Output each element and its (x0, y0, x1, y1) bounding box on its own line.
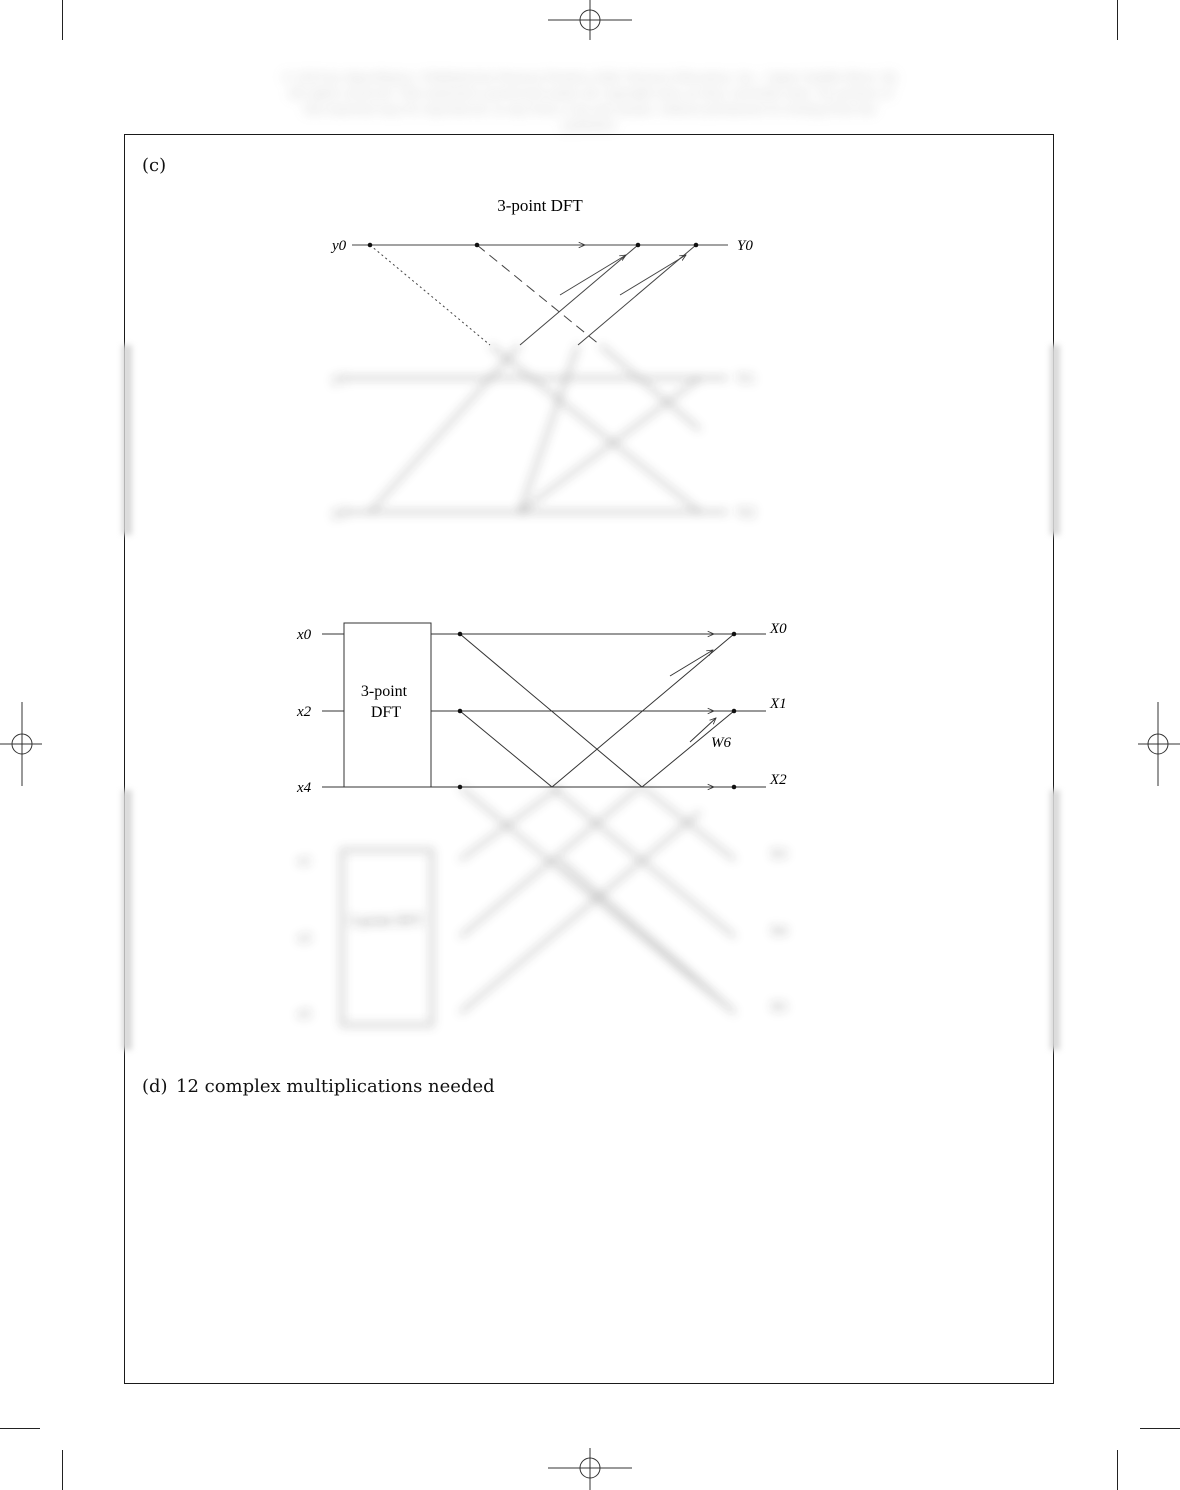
bottom-diagram-sharp (322, 622, 766, 788)
input-label-y1: y1 (332, 371, 347, 387)
top-diagram-sharp (352, 245, 728, 346)
bottom-diagram-nodes (457, 631, 737, 790)
output-label-X4: X4 (770, 924, 787, 939)
edge-shadow (1050, 790, 1060, 1050)
output-label-Y0: Y0 (737, 238, 753, 254)
crop-mark (62, 0, 63, 40)
registration-mark-icon (0, 702, 42, 786)
input-label-x4: x4 (296, 780, 312, 796)
output-label-X0: X0 (769, 621, 787, 637)
edge-shadow (1050, 345, 1060, 535)
twiddle-label-W6: W6 (711, 735, 731, 751)
output-label-X5: X5 (770, 1000, 787, 1015)
part-c-label: (c) (142, 155, 167, 176)
top-diagram-nodes (367, 242, 699, 248)
output-label-X3: X3 (770, 847, 787, 862)
crop-mark (1117, 1450, 1118, 1490)
crop-mark (62, 1450, 63, 1490)
output-label-X2: X2 (769, 772, 787, 788)
answer-frame (124, 134, 1054, 1384)
dft-block-upper-label: 3-point DFT (361, 683, 411, 721)
crop-mark (0, 1428, 40, 1429)
input-label-x2: x2 (296, 704, 312, 720)
dft-block-lower (341, 849, 433, 1026)
dft-block-upper (343, 622, 432, 788)
top-diagram-blurred: y1 y2 Y1 Y2 (332, 344, 755, 521)
input-label-y0: y0 (330, 238, 347, 254)
registration-mark-icon (548, 0, 632, 40)
edge-shadow (122, 790, 132, 1050)
crop-mark (1117, 0, 1118, 40)
crop-mark (1140, 1428, 1180, 1429)
dft-block-lower-label: 3-point DFT (348, 913, 423, 929)
bottom-diagram-blurred: 3-point DFT x1 x3 x5 X3 X4 X5 (297, 786, 787, 1026)
input-label-x1: x1 (297, 854, 311, 869)
registration-mark-icon (1138, 702, 1180, 786)
registration-mark-icon (548, 1448, 632, 1490)
copyright-notice: © 2014 by Algorithmics. Published by Pea… (281, 71, 899, 132)
output-label-X1: X1 (769, 696, 787, 712)
output-label-Y1: Y1 (737, 371, 755, 387)
output-label-Y2: Y2 (737, 505, 755, 521)
top-diagram-title: 3-point DFT (497, 196, 583, 215)
input-label-x3: x3 (297, 931, 311, 946)
part-d-label: (d) (142, 1076, 168, 1097)
input-label-x5: x5 (297, 1007, 311, 1022)
input-label-x0: x0 (296, 627, 312, 643)
input-label-y2: y2 (332, 505, 347, 521)
edge-shadow (122, 345, 132, 535)
part-d-text: 12 complex multiplications needed (176, 1076, 495, 1097)
